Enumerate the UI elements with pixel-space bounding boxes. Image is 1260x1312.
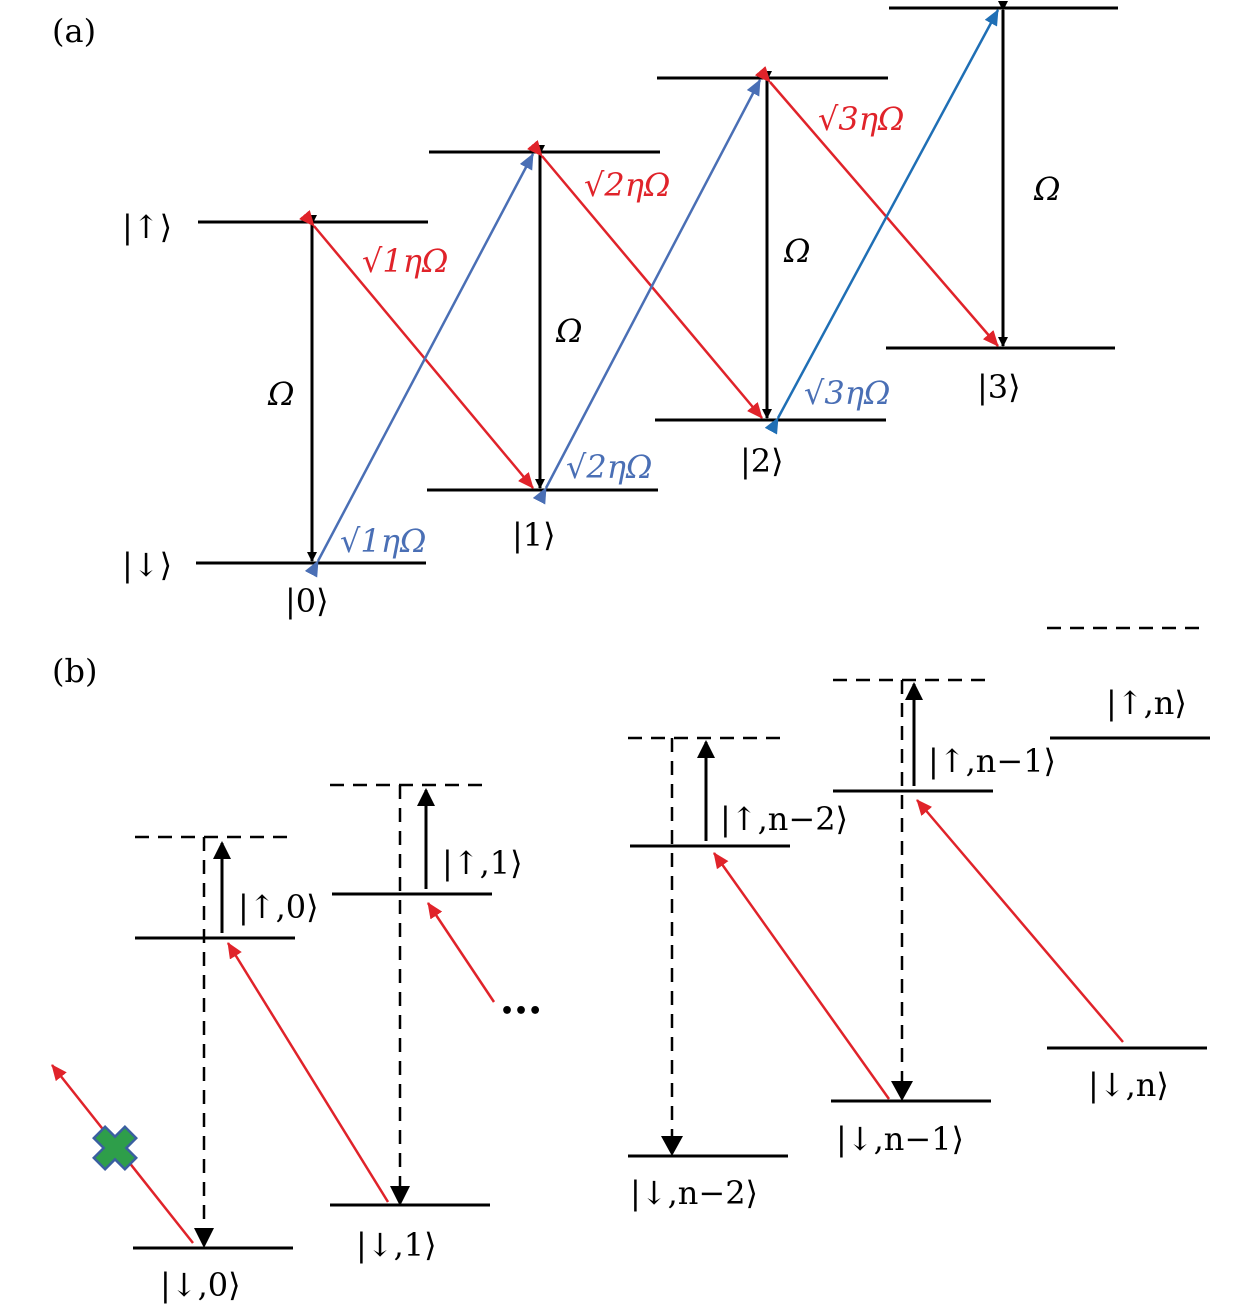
- state-up-n-label: |↑,n⟩: [1106, 684, 1187, 722]
- panel-a: (a) |↑⟩ |↓⟩ |0⟩ |1⟩ |2⟩ |3⟩ Ω Ω: [52, 1, 1118, 620]
- blue-sideband-arrow-2: [532, 79, 762, 505]
- decay-arrowhead-n-2: [661, 1136, 683, 1156]
- blue-sideband-label-3: √3ηΩ: [804, 374, 890, 412]
- phonon-state-0-label: |0⟩: [285, 582, 329, 620]
- carrier-label-3: Ω: [1033, 170, 1061, 208]
- blue-sideband-label-1: √1ηΩ: [340, 522, 426, 560]
- carrier-label-2: Ω: [783, 232, 811, 270]
- ellipsis-label: •••: [500, 999, 542, 1024]
- red-sideband-b-n: [916, 799, 1124, 1043]
- decay-arrowhead-n-1: [891, 1081, 913, 1101]
- red-sideband-b-0: [226, 942, 390, 1203]
- panel-a-label: (a): [52, 12, 96, 50]
- phonon-state-1-label: |1⟩: [512, 516, 556, 554]
- red-sideband-label-2: √2ηΩ: [584, 166, 670, 204]
- state-down-n-1-label: |↓,n−1⟩: [836, 1120, 964, 1158]
- blue-sideband-label-2: √2ηΩ: [566, 448, 652, 486]
- state-up-1-label: |↑,1⟩: [442, 844, 523, 882]
- carrier-label-0: Ω: [267, 375, 295, 413]
- spin-up-label: |↑⟩: [122, 208, 172, 246]
- phonon-state-3-label: |3⟩: [977, 368, 1021, 406]
- blue-sideband-arrow-3: [764, 9, 1000, 435]
- red-sideband-label-3: √3ηΩ: [818, 100, 904, 138]
- decay-arrowhead-1: [390, 1186, 410, 1206]
- blue-sideband-arrow-1: [304, 153, 535, 578]
- panel-b-label: (b): [52, 652, 97, 690]
- red-sideband-b-1: [426, 902, 496, 1003]
- spin-down-label: |↓⟩: [122, 546, 172, 584]
- state-down-n-label: |↓,n⟩: [1088, 1066, 1169, 1104]
- state-down-n-2-label: |↓,n−2⟩: [630, 1174, 758, 1212]
- decay-arrowhead-0: [194, 1228, 214, 1248]
- state-up-0-label: |↑,0⟩: [238, 888, 319, 926]
- carrier-label-1: Ω: [555, 312, 583, 350]
- state-up-n-2-label: |↑,n−2⟩: [720, 800, 848, 838]
- red-sideband-b-n-1: [712, 852, 891, 1100]
- state-down-1-label: |↓,1⟩: [356, 1226, 437, 1264]
- blocked-cross-icon: [92, 1125, 138, 1171]
- state-down-0-label: |↓,0⟩: [160, 1266, 241, 1304]
- panel-b: (b) |↑,0⟩ |↓,0⟩ ••• |↑,1⟩ |↓,1⟩ |↑,n: [51, 626, 1210, 1304]
- state-up-n-1-label: |↑,n−1⟩: [928, 742, 1056, 780]
- phonon-state-2-label: |2⟩: [740, 442, 784, 480]
- red-sideband-label-1: √1ηΩ: [362, 242, 448, 280]
